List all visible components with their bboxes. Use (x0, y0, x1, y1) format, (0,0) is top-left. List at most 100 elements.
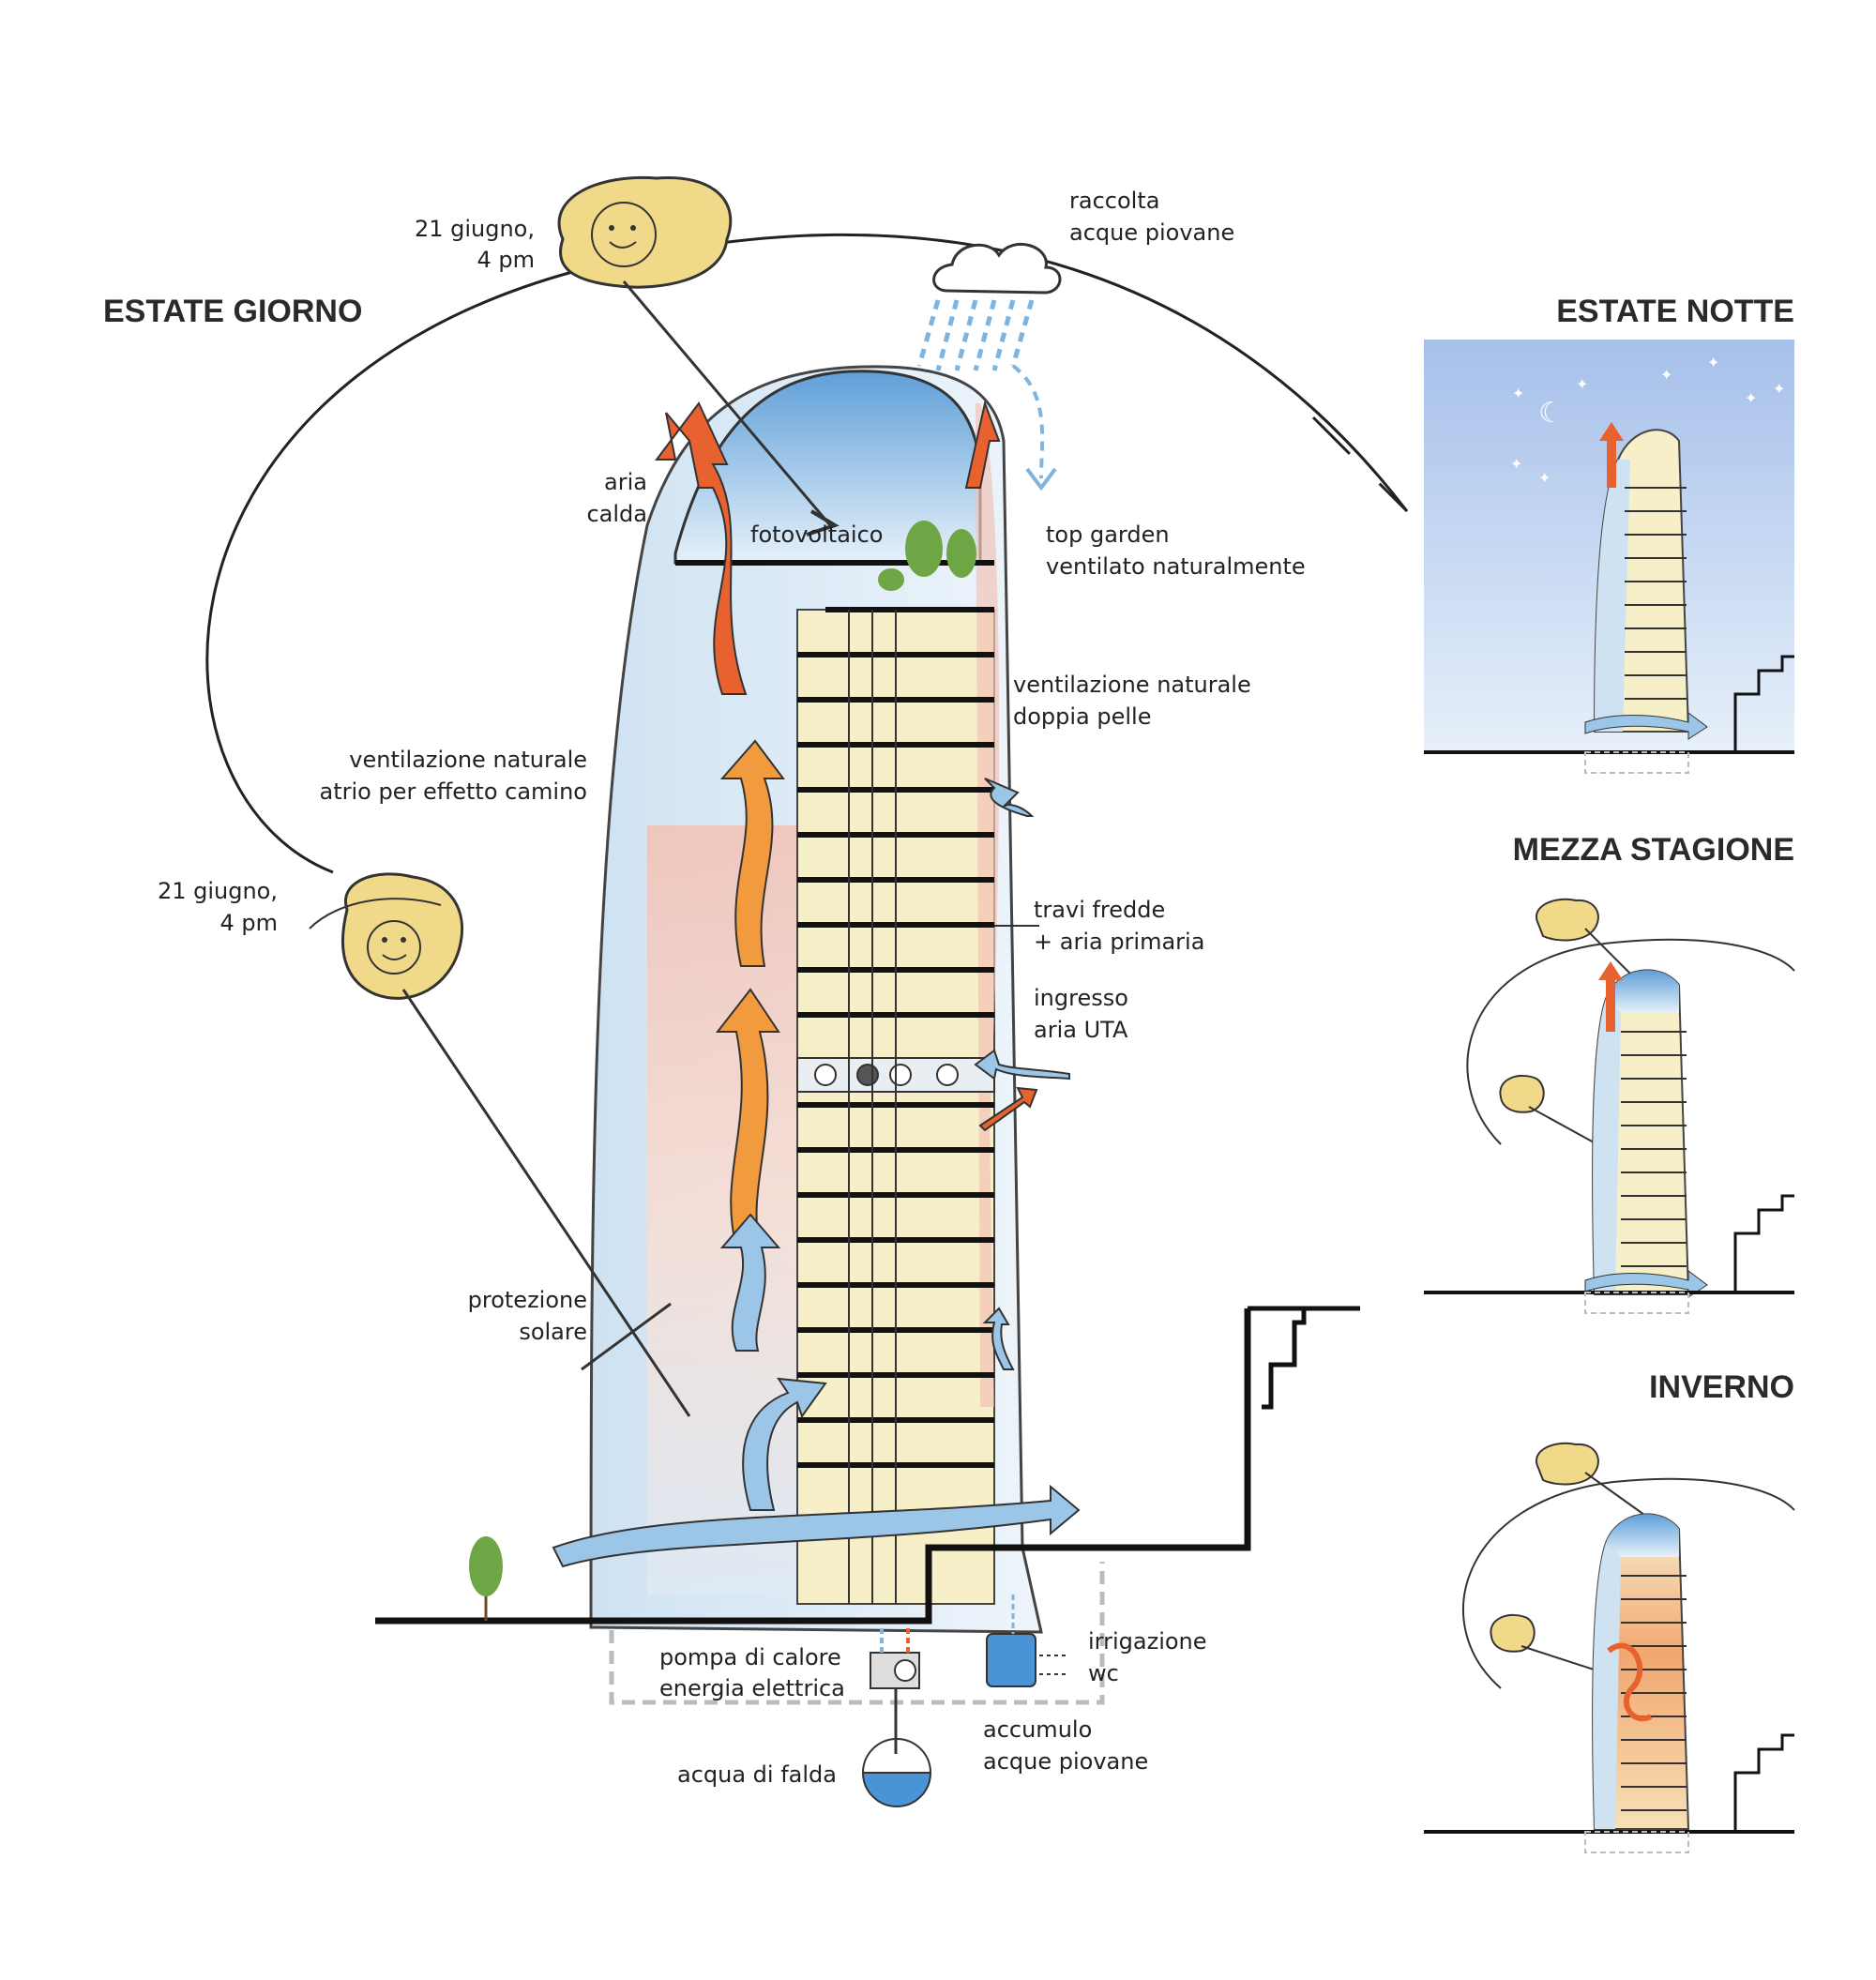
label-atrium-2: atrio per effetto camino (319, 778, 587, 805)
label-sun-left-time: 4 pm (219, 910, 278, 936)
plant-fan-1 (814, 1064, 837, 1086)
cold-air-right-1 (984, 778, 1035, 817)
label-top-garden-2: ventilato naturalmente (1046, 553, 1306, 580)
title-estate-notte: ESTATE NOTTE (1556, 294, 1794, 329)
label-double-skin-2: doppia pelle (1013, 703, 1152, 730)
street-tree (469, 1536, 503, 1621)
svg-text:✦: ✦ (1512, 385, 1524, 402)
ground-line (375, 1308, 1251, 1625)
label-heatpump-2: energia elettrica (659, 1675, 845, 1701)
night-hot-air-arrow (1599, 422, 1624, 488)
label-top-garden-1: top garden (1046, 521, 1170, 548)
night-steps (1733, 655, 1794, 752)
label-solar-1: protezione (468, 1287, 587, 1313)
svg-text:✦: ✦ (1510, 455, 1522, 473)
cold-air-arrow-low (719, 1213, 781, 1352)
winter-sun-low-icon (1490, 1613, 1536, 1653)
rain-collection-arrow (1011, 364, 1045, 479)
panel-estate-notte: ☾ ✦ ✦ ✦ ✦ ✦ ✦ ✦ ✦ (1424, 340, 1794, 774)
sun-left-ray (401, 989, 691, 1417)
plant-fan-4 (936, 1064, 959, 1086)
svg-text:✦: ✦ (1576, 375, 1588, 393)
groundwater-icon (861, 1772, 932, 1807)
label-atrium-1: ventilazione naturale (349, 747, 587, 773)
label-beams-2: + aria primaria (1034, 929, 1204, 955)
label-beams-1: travi fredde (1034, 897, 1165, 923)
label-sun-left-date: 21 giugno, (158, 878, 278, 904)
winter-sun-icon (1536, 1442, 1599, 1486)
label-storage-1: accumulo (983, 1716, 1092, 1743)
sun-top-icon (557, 175, 733, 289)
label-hot-air-1: aria (604, 469, 647, 495)
sun-path-arc-dashes (1311, 416, 1409, 513)
hot-air-arrow-garden (964, 400, 1001, 489)
stars-icon: ✦ ✦ ✦ ✦ ✦ ✦ ✦ ✦ (1510, 354, 1785, 487)
winter-steps (1733, 1733, 1794, 1832)
plant-fan-2 (856, 1064, 879, 1086)
sun-left (309, 872, 691, 1417)
stepped-terrain (1248, 1306, 1360, 1410)
rain-tank-icon (986, 1633, 1036, 1687)
rain-drops-icon (916, 299, 1035, 371)
label-uta-2: aria UTA (1034, 1017, 1128, 1043)
hot-air-arrow-top (655, 401, 748, 695)
cloud-icon (932, 242, 1062, 295)
label-rain-2: acque piovane (1069, 219, 1234, 246)
title-inverno: INVERNO (1649, 1369, 1794, 1405)
mid-steps (1733, 1194, 1794, 1292)
mid-sun-low-icon (1499, 1074, 1545, 1113)
mid-sun-icon (1536, 898, 1599, 942)
panel-mezza-stagione (1424, 898, 1795, 1314)
warm-air-arrow-mid-1 (719, 739, 785, 967)
hot-air-right-exhaust (978, 1086, 1038, 1132)
label-irrig-1: irrigazione (1088, 1628, 1207, 1655)
rain-arrow-head (1025, 467, 1057, 491)
basement-boundary (609, 1562, 1105, 1705)
plant-fan-3 (889, 1064, 912, 1086)
label-solar-2: solare (519, 1319, 587, 1345)
warm-air-arrow-mid-2 (715, 988, 780, 1248)
cold-air-right-low (982, 1307, 1015, 1370)
airflow-arrows (552, 400, 1081, 1568)
main-tower (589, 365, 1043, 1634)
label-double-skin-1: ventilazione naturale (1013, 672, 1251, 698)
atrium-volume (647, 825, 797, 1595)
label-sun-top-date: 21 giugno, (415, 216, 535, 242)
label-pv: fotovoltaico (750, 521, 883, 548)
label-storage-2: acque piovane (983, 1748, 1148, 1775)
mid-hot-air-arrow (1598, 961, 1623, 1032)
moon-icon: ☾ (1538, 397, 1564, 430)
label-uta-1: ingresso (1034, 985, 1128, 1011)
label-sun-top-time: 4 pm (477, 247, 535, 273)
sun-left-icon (340, 872, 464, 1000)
label-groundwater: acqua di falda (677, 1761, 837, 1788)
title-mezza-stagione: MEZZA STAGIONE (1513, 832, 1794, 868)
mid-sun-arc (1466, 938, 1795, 1145)
rain-cloud (916, 242, 1062, 491)
panel-inverno (1424, 1442, 1795, 1853)
winter-warm-air-loop (1607, 1642, 1653, 1722)
cold-air-intake-ground (552, 1484, 1081, 1568)
ground-section (375, 1306, 1360, 1625)
top-garden-trees (878, 521, 976, 591)
heat-pump (861, 1627, 932, 1807)
core-doors (848, 610, 897, 1604)
svg-text:✦: ✦ (1707, 354, 1719, 371)
winter-sun-arc (1462, 1477, 1795, 1689)
sun-left-ray-2 (581, 1302, 672, 1371)
cold-air-rising (742, 1377, 827, 1511)
sun-top (557, 175, 840, 537)
cold-air-right-uta (974, 1049, 1070, 1081)
svg-text:✦: ✦ (1538, 469, 1551, 487)
title-estate-giorno: ESTATE GIORNO (103, 294, 362, 329)
svg-text:✦: ✦ (1745, 389, 1757, 407)
svg-text:✦: ✦ (1773, 380, 1785, 398)
svg-text:✦: ✦ (1660, 366, 1672, 384)
label-rain-1: raccolta (1069, 188, 1159, 214)
rain-tank (986, 1595, 1069, 1687)
label-heatpump-1: pompa di calore (659, 1644, 841, 1670)
sun-top-ray (622, 280, 832, 526)
label-irrig-2: wc (1088, 1660, 1119, 1686)
